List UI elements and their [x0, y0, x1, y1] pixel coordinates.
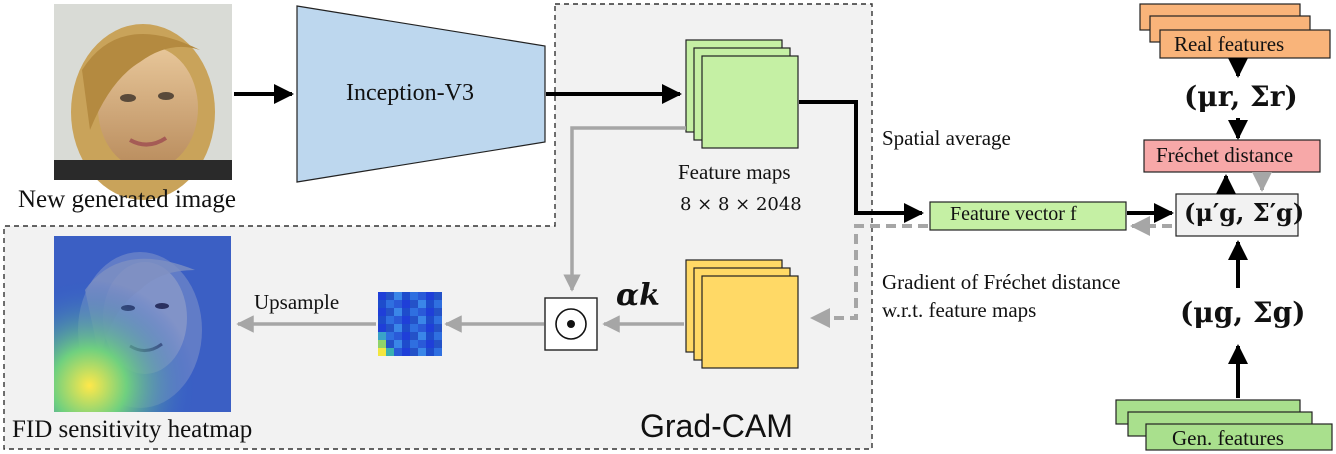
real-features-stack [1139, 3, 1331, 59]
mug-prime-box [1175, 193, 1299, 237]
gen-features-stack [1115, 399, 1333, 451]
inception-v3-block [296, 5, 546, 183]
arrow-maps-to-vector [799, 100, 924, 223]
label-gradient-line1: Gradient of Fréchet distance [882, 270, 1121, 294]
label-real-features: Real features [1174, 32, 1285, 56]
label-frechet-distance: Fréchet distance [1156, 143, 1294, 167]
label-grad-cam: Grad-CAM [640, 408, 793, 444]
label-alpha-k: αk [616, 278, 660, 313]
arrow-maps-to-odot [563, 126, 686, 292]
label-fid-sensitivity-heatmap: FID sensitivity heatmap [12, 416, 253, 443]
gradient-dashed-path [810, 224, 928, 328]
fid-sensitivity-heatmap-image [54, 236, 231, 412]
label-mu-g-prime: (μ′g, Σ′g) [1184, 198, 1305, 227]
label-upsample: Upsample [254, 290, 340, 314]
label-new-generated-image: New generated image [18, 186, 236, 213]
small-heatmap-grid [378, 292, 442, 356]
label-gradient-line2: w.r.t. feature maps [882, 298, 1037, 322]
label-feature-maps: Feature maps [678, 160, 791, 184]
feature-vector-box [929, 201, 1127, 231]
label-mu-r: (μr, Σr) [1184, 80, 1298, 113]
generated-face-image [54, 4, 232, 200]
label-mu-g: (μg, Σg) [1180, 296, 1306, 329]
frechet-distance-box [1143, 139, 1321, 173]
feature-maps-stack [685, 39, 799, 149]
label-spatial-average: Spatial average [882, 126, 1011, 150]
alpha-maps-stack [685, 259, 799, 369]
label-inception-v3: Inception-V3 [346, 80, 474, 106]
label-feature-maps-dims: 8 × 8 × 2048 [680, 194, 802, 215]
label-feature-vector: Feature vector f [950, 203, 1077, 225]
label-gen-features: Gen. features [1172, 426, 1284, 450]
